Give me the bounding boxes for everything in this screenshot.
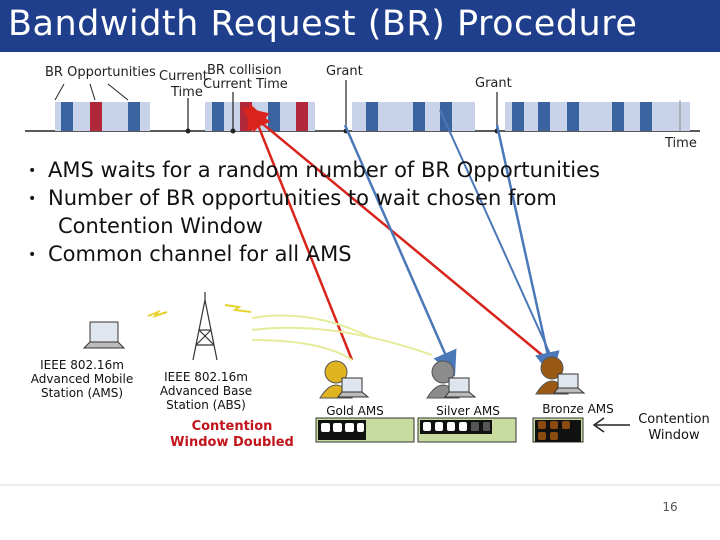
- slot-group-1: [55, 102, 150, 131]
- gold-user-icon: [319, 360, 370, 399]
- slot-group-3: [352, 102, 475, 131]
- page-number: 16: [662, 500, 678, 514]
- contention-window-label: Contention Window: [638, 412, 710, 443]
- contention-window-doubled: Contention Window Doubled: [170, 419, 294, 450]
- grant-label-1: Grant: [326, 64, 363, 79]
- gold-ams-label: Gold AMS: [326, 404, 384, 418]
- br-opportunities-label: BR Opportunities: [45, 65, 156, 80]
- tower-icon: [192, 292, 218, 361]
- slot-group-4: [505, 102, 690, 131]
- time-axis-label: Time: [665, 136, 697, 151]
- blue-arrow-2: [439, 109, 556, 366]
- laptop-icon: [82, 321, 126, 349]
- bullet-3: •Common channel for all AMS: [28, 242, 352, 266]
- br-opportunity-pointers: [54, 83, 129, 101]
- grant-label-2: Grant: [475, 76, 512, 91]
- mobile-station-label: IEEE 802.16m Advanced Mobile Station (AM…: [30, 358, 134, 400]
- bullet-1: •AMS waits for a random number of BR Opp…: [28, 158, 600, 182]
- red-arrow-gold: [247, 103, 354, 361]
- silver-ams-label: Silver AMS: [436, 404, 500, 418]
- signal-bolt-icon: [147, 309, 168, 318]
- blue-arrow-grant: [495, 124, 560, 378]
- current-time-label: Current Time: [203, 77, 288, 92]
- red-arrow-bronze: [242, 107, 549, 361]
- title-bar: Bandwidth Request (BR) Procedure: [0, 0, 720, 52]
- signal-bolt-icon: [224, 304, 252, 313]
- bronze-contention-window: [532, 417, 584, 443]
- current-time-left-a: Current: [159, 69, 208, 84]
- slide-title: Bandwidth Request (BR) Procedure: [8, 4, 638, 44]
- bullet-2: •Number of BR opportunities to wait chos…: [28, 186, 557, 210]
- silver-contention-window: [417, 417, 517, 443]
- contention-window-pointer: [592, 417, 630, 433]
- bronze-user-icon: [535, 356, 586, 395]
- br-collision-label: BR collision: [207, 63, 282, 78]
- base-station-label: IEEE 802.16m Advanced Base Station (ABS): [159, 370, 253, 412]
- blue-arrow-silver: [343, 124, 457, 377]
- gold-contention-window: [315, 417, 415, 443]
- silver-user-icon: [426, 360, 477, 399]
- current-time-left-b: Time: [171, 85, 203, 100]
- bullet-2-continued: Contention Window: [58, 214, 263, 238]
- bronze-ams-label: Bronze AMS: [542, 402, 614, 416]
